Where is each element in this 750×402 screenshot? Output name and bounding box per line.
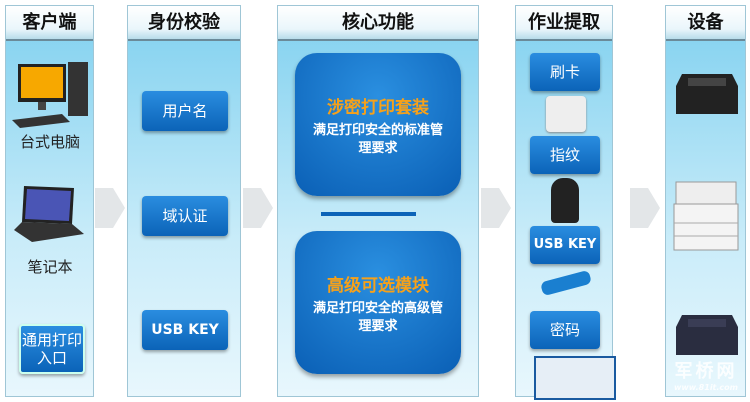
password-dialog-icon — [534, 356, 616, 400]
multifunction-printer-icon — [673, 181, 739, 251]
arrow-right-icon — [95, 188, 125, 228]
arrow-right-icon — [481, 188, 511, 228]
usb-key-icon — [540, 269, 592, 297]
core-box-advanced-module: 高级可选模块 满足打印安全的高级管理要求 — [295, 231, 461, 374]
core-box-secure-suite: 涉密打印套装 满足打印安全的标准管理要求 — [295, 53, 461, 196]
job-fingerprint-button[interactable]: 指纹 — [530, 136, 600, 174]
portal-button[interactable]: 通用打印入口 — [19, 324, 85, 374]
laptop-icon — [14, 186, 84, 242]
core-header: 核心功能 — [278, 6, 478, 41]
watermark: 军桥网 www.81it.com — [673, 361, 738, 392]
auth-column: 身份校验 用户名 域认证 USB KEY — [127, 5, 241, 397]
laptop-label: 笔记本 — [27, 258, 73, 276]
job-header: 作业提取 — [516, 6, 612, 41]
core-column: 核心功能 涉密打印套装 满足打印安全的标准管理要求 高级可选模块 满足打印安全的… — [277, 5, 479, 397]
client-column: 客户端 台式电脑 笔记本 通用打印入口 — [5, 5, 94, 397]
arrow-right-icon — [630, 188, 660, 228]
divider — [321, 212, 416, 216]
device-header: 设备 — [666, 6, 745, 41]
auth-header: 身份校验 — [128, 6, 240, 41]
printer-icon — [676, 74, 738, 114]
printer-icon — [676, 315, 738, 355]
arrow-right-icon — [243, 188, 273, 228]
client-header: 客户端 — [6, 6, 93, 41]
core-box2-desc: 满足打印安全的高级管理要求 — [312, 301, 443, 335]
job-password-button[interactable]: 密码 — [530, 311, 600, 349]
card-reader-icon — [546, 96, 586, 132]
desktop-label: 台式电脑 — [19, 133, 80, 151]
auth-domain-button[interactable]: 域认证 — [142, 196, 228, 236]
auth-usbkey-button[interactable]: USB KEY — [142, 310, 228, 350]
fingerprint-icon — [551, 178, 579, 223]
core-box2-title: 高级可选模块 — [327, 276, 429, 296]
auth-username-button[interactable]: 用户名 — [142, 91, 228, 131]
core-box1-desc: 满足打印安全的标准管理要求 — [312, 123, 443, 157]
job-card-button[interactable]: 刷卡 — [530, 53, 600, 91]
core-box1-title: 涉密打印套装 — [327, 98, 429, 118]
device-column: 设备 — [665, 5, 746, 397]
desktop-computer-icon — [12, 62, 88, 128]
job-usbkey-button[interactable]: USB KEY — [530, 226, 600, 264]
job-column: 作业提取 刷卡 指纹 USB KEY 密码 — [515, 5, 616, 400]
